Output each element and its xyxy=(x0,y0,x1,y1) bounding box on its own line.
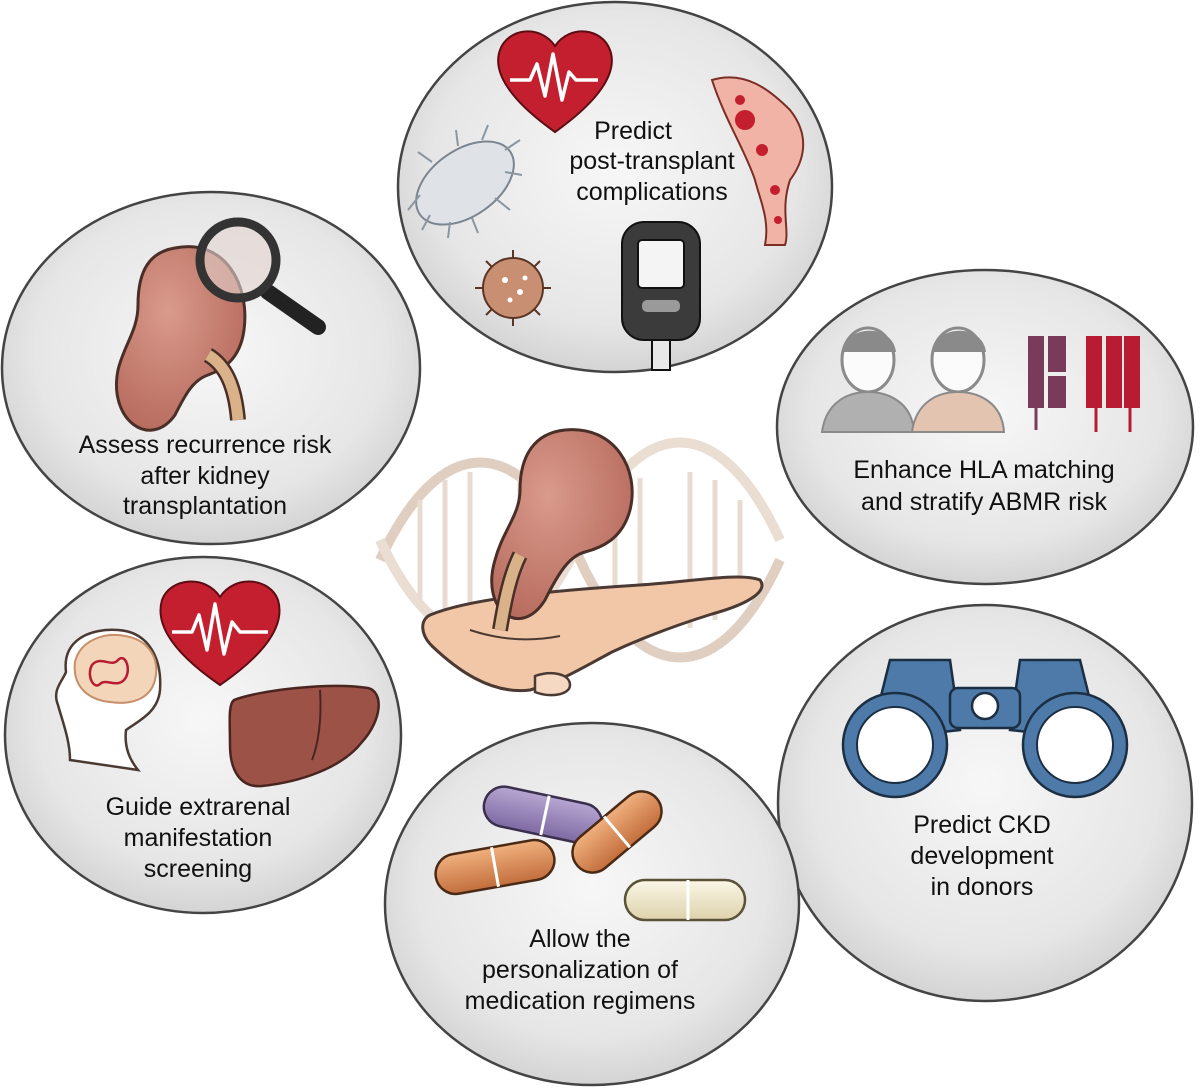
complications-label-line-3: complications xyxy=(576,178,727,206)
extrarenal-label-line-1: Guide extrarenal xyxy=(106,793,291,821)
bubble-recurrence: Assess recurrence risk after kidney tran… xyxy=(0,190,422,546)
glucometer-icon xyxy=(621,221,701,371)
bubble-hla: Enhance HLA matching and stratify ABMR r… xyxy=(775,268,1195,586)
center-illustration xyxy=(375,428,785,697)
bubble-ckd: Predict CKD development in donors xyxy=(776,603,1194,1003)
capsule-pills-icon xyxy=(434,785,747,922)
extrarenal-label-line-3: screening xyxy=(144,855,252,883)
bacterium-icon xyxy=(407,124,523,239)
recurrence-label-line-1: Assess recurrence risk xyxy=(79,431,332,459)
hla-molecule-icon xyxy=(1028,336,1140,432)
recurrence-label-line-2: after kidney xyxy=(140,462,270,490)
donor-person-icon xyxy=(820,326,916,433)
bubble-complications: Predict post-transplant complications xyxy=(396,0,834,374)
heart-ecg-icon xyxy=(159,580,281,687)
complications-label-line-2: post-transplant xyxy=(569,147,734,175)
virus-icon xyxy=(475,250,551,326)
kidney-icon xyxy=(490,428,634,632)
bubble-extrarenal: Guide extrarenal manifestation screening xyxy=(3,555,403,915)
ckd-label-line-1: Predict CKD xyxy=(913,811,1051,839)
liver-icon xyxy=(228,684,380,788)
bubble-medication: Allow the personalization of medication … xyxy=(383,721,801,1087)
ckd-label-line-2: development xyxy=(910,842,1053,870)
binoculars-icon xyxy=(841,658,1129,799)
hand-icon xyxy=(421,575,764,697)
heart-ecg-icon xyxy=(497,30,613,134)
bubble-background xyxy=(776,603,1194,1003)
blood-vessel-icon xyxy=(710,76,805,246)
extrarenal-label-line-2: manifestation xyxy=(124,824,273,852)
complications-label-line-1: Predict xyxy=(594,117,672,145)
ckd-label-line-3: in donors xyxy=(931,873,1034,901)
head-brain-icon xyxy=(54,628,162,772)
medication-label-line-1: Allow the xyxy=(529,925,630,953)
medication-label-line-3: medication regimens xyxy=(465,987,696,1015)
magnifying-glass-icon xyxy=(195,217,326,335)
hla-label-line-1: Enhance HLA matching xyxy=(853,456,1114,484)
medication-label-line-2: personalization of xyxy=(482,956,678,984)
recipient-person-icon xyxy=(910,326,1006,433)
recurrence-label-line-3: transplantation xyxy=(123,492,287,520)
hla-label-line-2: and stratify ABMR risk xyxy=(861,488,1107,516)
